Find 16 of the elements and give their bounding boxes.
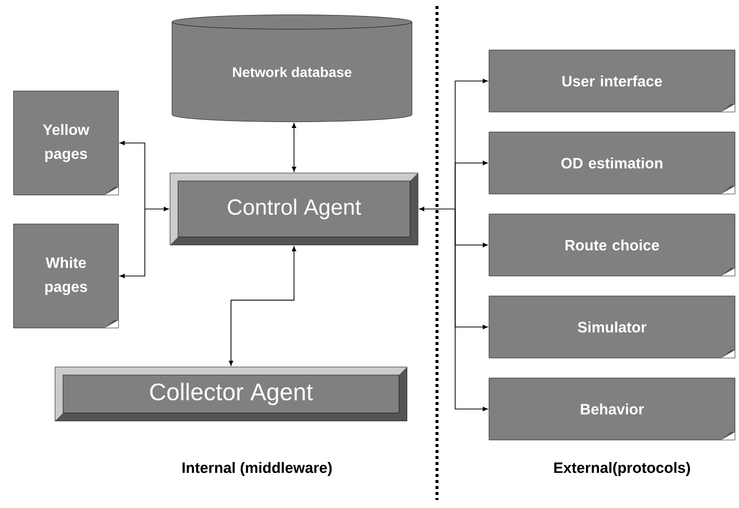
document-box: Yellow pages	[13, 90, 119, 196]
agent-box: Control Agent	[170, 172, 418, 246]
arrow	[292, 123, 296, 172]
caption: Internal (middleware)	[182, 462, 332, 476]
document-box: Simulator	[488, 296, 736, 358]
document-box: OD estimation	[488, 132, 736, 194]
arrow	[120, 140, 169, 278]
document-box: User interface	[488, 50, 736, 112]
caption: External(protocols)	[554, 462, 690, 476]
database-cylinder: Network database	[172, 14, 412, 122]
arrow	[419, 78, 488, 412]
document-box: Route choice	[488, 214, 736, 276]
document-box: Behavior	[488, 378, 736, 440]
arrow	[228, 246, 296, 366]
agent-box: Collector Agent	[54, 366, 408, 422]
document-box: White pages	[13, 224, 119, 328]
